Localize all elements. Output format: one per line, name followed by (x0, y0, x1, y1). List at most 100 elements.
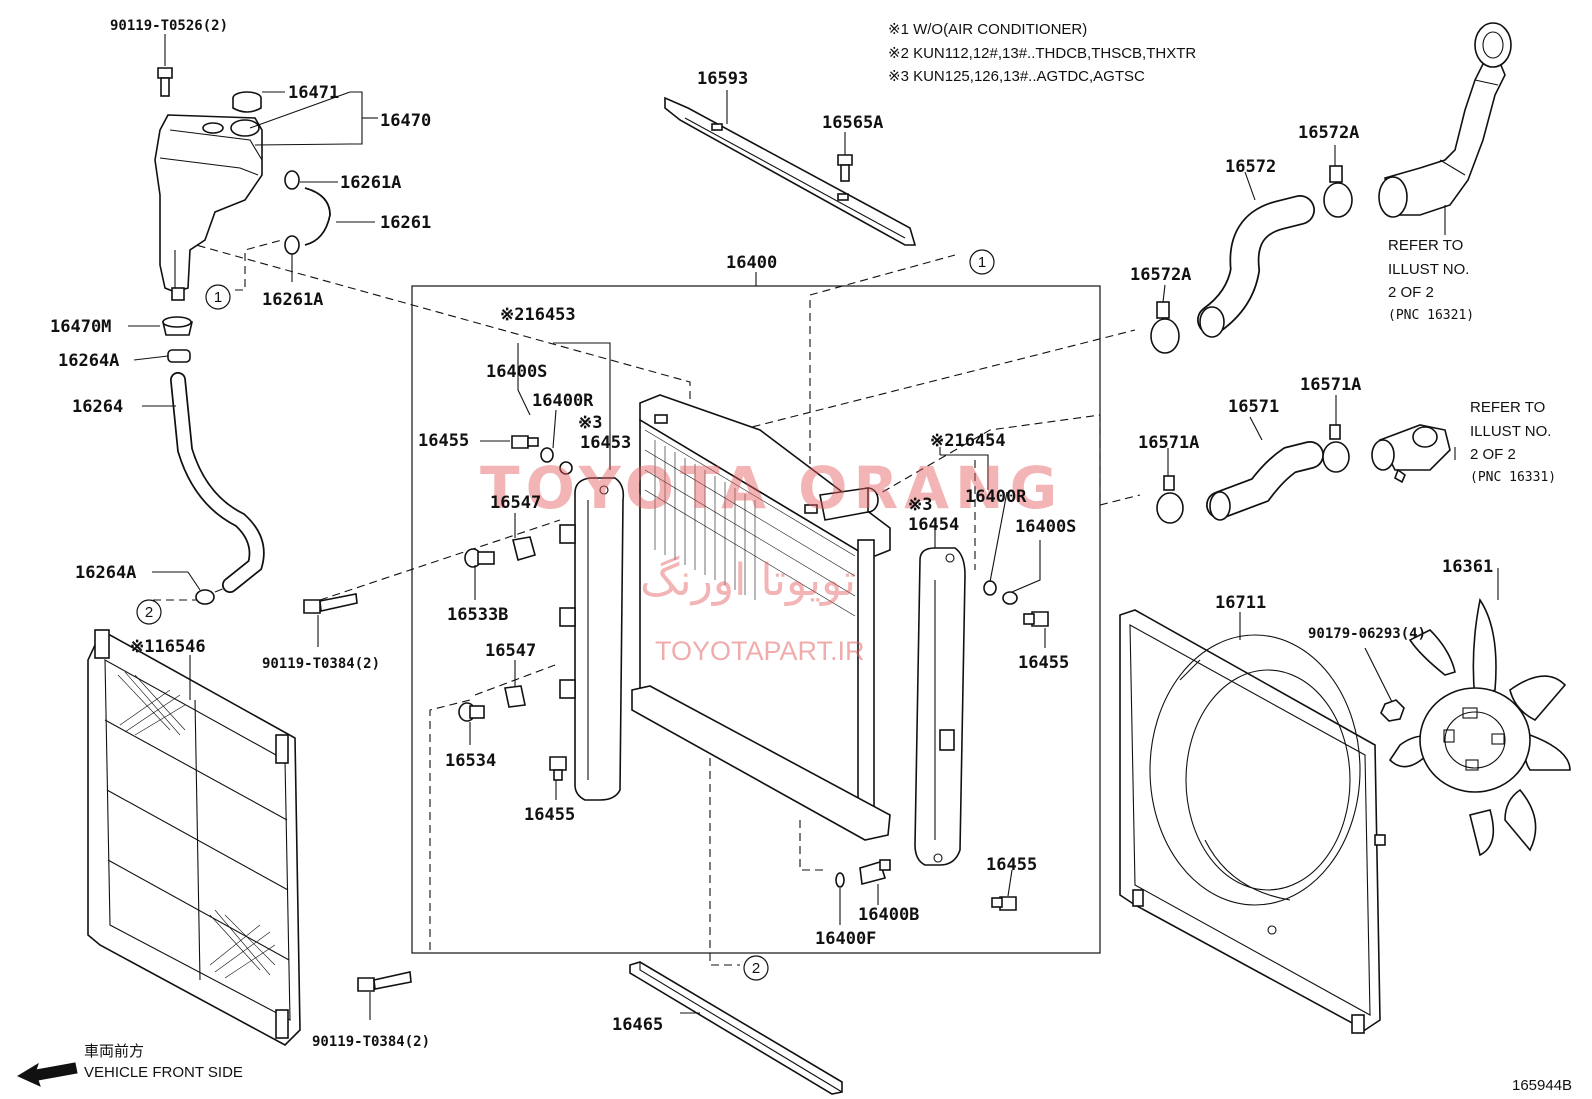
water-outlet-pipe (1378, 22, 1512, 218)
label-16454-b: 16454 (908, 515, 959, 535)
label-16471: 16471 (288, 83, 339, 103)
bracket-16454 (914, 547, 966, 866)
hose-16264 (170, 372, 265, 593)
svg-text:(PNC 16331): (PNC 16331) (1470, 470, 1556, 485)
label-16453-a: ※216453 (500, 305, 576, 325)
watermark-brand: TOYOTA ORANG (480, 454, 1063, 522)
note-2: ※2 KUN112,12#,13#..THDCB,THSCB,THXTR (888, 45, 1196, 62)
label-90179-06293: 90179-06293(4) (1308, 626, 1426, 642)
label-16465: 16465 (612, 1015, 663, 1035)
clip-16565a-icon (837, 154, 853, 182)
svg-text:2 OF 2: 2 OF 2 (1388, 284, 1434, 301)
svg-text:1: 1 (214, 289, 222, 306)
front-label-jp: 車両前方 (84, 1043, 144, 1060)
label-90119-t0384-b: 90119-T0384(2) (312, 1034, 430, 1050)
label-16572a-left: 16572A (1130, 265, 1191, 285)
callout-2-bottom: 2 (743, 955, 769, 981)
leader-lines (128, 34, 1499, 1020)
watermark-persian: تویوتا اورنگ (640, 555, 856, 606)
note-1: ※1 W/O(AIR CONDITIONER) (888, 21, 1087, 38)
label-16264: 16264 (72, 397, 123, 417)
reference-note-2: REFER TO ILLUST NO. 2 OF 2 (PNC 16331) (1470, 399, 1556, 485)
label-16711: 16711 (1215, 593, 1266, 613)
svg-text:2 OF 2: 2 OF 2 (1470, 446, 1516, 463)
label-16261: 16261 (380, 213, 431, 233)
hose-16261 (304, 187, 331, 246)
label-16565a: 16565A (822, 113, 883, 133)
label-16453-mark: ※3 (578, 413, 602, 433)
label-16470m: 16470M (50, 317, 111, 337)
label-16455-right-bottom: 16455 (986, 855, 1037, 875)
clamp-16264a-top-icon (167, 349, 191, 363)
fan-shroud-16711 (1119, 609, 1386, 1034)
grommet-16470m-icon (161, 316, 194, 336)
clamp-16261a-icon (284, 170, 300, 255)
label-16547-a: 16547 (490, 493, 541, 513)
label-16400b: 16400B (858, 905, 919, 925)
label-16454-mark: ※3 (908, 495, 932, 515)
label-16534: 16534 (445, 751, 496, 771)
label-90119-t0384-a: 90119-T0384(2) (262, 656, 380, 672)
support-16593 (664, 96, 917, 246)
vehicle-front-indicator: 車両前方 VEHICLE FRONT SIDE (16, 1043, 243, 1087)
label-16400r-left: 16400R (532, 391, 594, 411)
seal-16465 (629, 961, 843, 1095)
fasteners (303, 435, 1405, 992)
arrow-left-icon (16, 1062, 78, 1087)
label-16400r-right: 16400R (965, 487, 1027, 507)
svg-text:ILLUST NO.: ILLUST NO. (1470, 423, 1551, 440)
watermark: TOYOTA ORANG تویوتا اورنگ TOYOTAPART.IR (480, 454, 1063, 666)
label-16400: 16400 (726, 253, 777, 273)
reference-note-1: REFER TO ILLUST NO. 2 OF 2 (PNC 16321) (1388, 237, 1474, 323)
label-16455-right: 16455 (1018, 653, 1069, 673)
svg-text:2: 2 (752, 960, 760, 977)
label-16261a-top: 16261A (340, 173, 401, 193)
water-inlet (1371, 424, 1451, 484)
illustration-number: 165944B (1512, 1077, 1572, 1094)
label-16547-b: 16547 (485, 641, 536, 661)
svg-text:1: 1 (978, 254, 986, 271)
label-16400s-left: 16400S (486, 362, 547, 382)
label-16400f: 16400F (815, 929, 876, 949)
label-16400s-right: 16400S (1015, 517, 1076, 537)
svg-text:ILLUST NO.: ILLUST NO. (1388, 261, 1469, 278)
callout-1-left: 1 (205, 284, 231, 310)
label-16571a-top: 16571A (1300, 375, 1361, 395)
svg-text:(PNC 16321): (PNC 16321) (1388, 308, 1474, 323)
bracket-16453 (559, 477, 625, 801)
label-16571: 16571 (1228, 397, 1279, 417)
callout-1-right: 1 (969, 249, 995, 275)
notes-block: ※1 W/O(AIR CONDITIONER) ※2 KUN112,12#,13… (888, 21, 1196, 85)
label-16264a-bottom: 16264A (75, 563, 136, 583)
clamp-16264a-bottom-icon (195, 589, 215, 605)
label-16533b: 16533B (447, 605, 508, 625)
callout-2-left: 2 (136, 599, 162, 625)
part-labels: 90119-T0526(2) 16471 16470 16261A 16261 … (50, 18, 1493, 1050)
svg-text:REFER TO: REFER TO (1388, 237, 1463, 254)
bolt-90119-t0526-icon (157, 67, 173, 97)
label-16572: 16572 (1225, 157, 1276, 177)
label-16261a-bottom: 16261A (262, 290, 323, 310)
label-16264a-top: 16264A (58, 351, 119, 371)
fan-16361 (1388, 597, 1571, 857)
svg-text:REFER TO: REFER TO (1470, 399, 1545, 416)
label-16361: 16361 (1442, 557, 1493, 577)
guide-lines (150, 234, 1141, 966)
label-90119-t0526: 90119-T0526(2) (110, 18, 228, 34)
label-16546: ※116546 (130, 637, 206, 657)
label-16453-b: 16453 (580, 433, 631, 453)
grille-16546 (87, 629, 301, 1046)
reservoir-cap-16471 (232, 91, 262, 113)
label-16455-left-bottom: 16455 (524, 805, 575, 825)
label-16593: 16593 (697, 69, 748, 89)
note-3: ※3 KUN125,126,13#..AGTDC,AGTSC (888, 68, 1145, 85)
clamp-16571a-icon (1156, 424, 1350, 524)
label-16572a-top: 16572A (1298, 123, 1359, 143)
radiator-core-16400 (631, 394, 891, 841)
label-16455-left: 16455 (418, 431, 469, 451)
label-16571a-left: 16571A (1138, 433, 1199, 453)
reservoir-tank-16470 (154, 114, 263, 301)
front-label-en: VEHICLE FRONT SIDE (84, 1064, 243, 1081)
